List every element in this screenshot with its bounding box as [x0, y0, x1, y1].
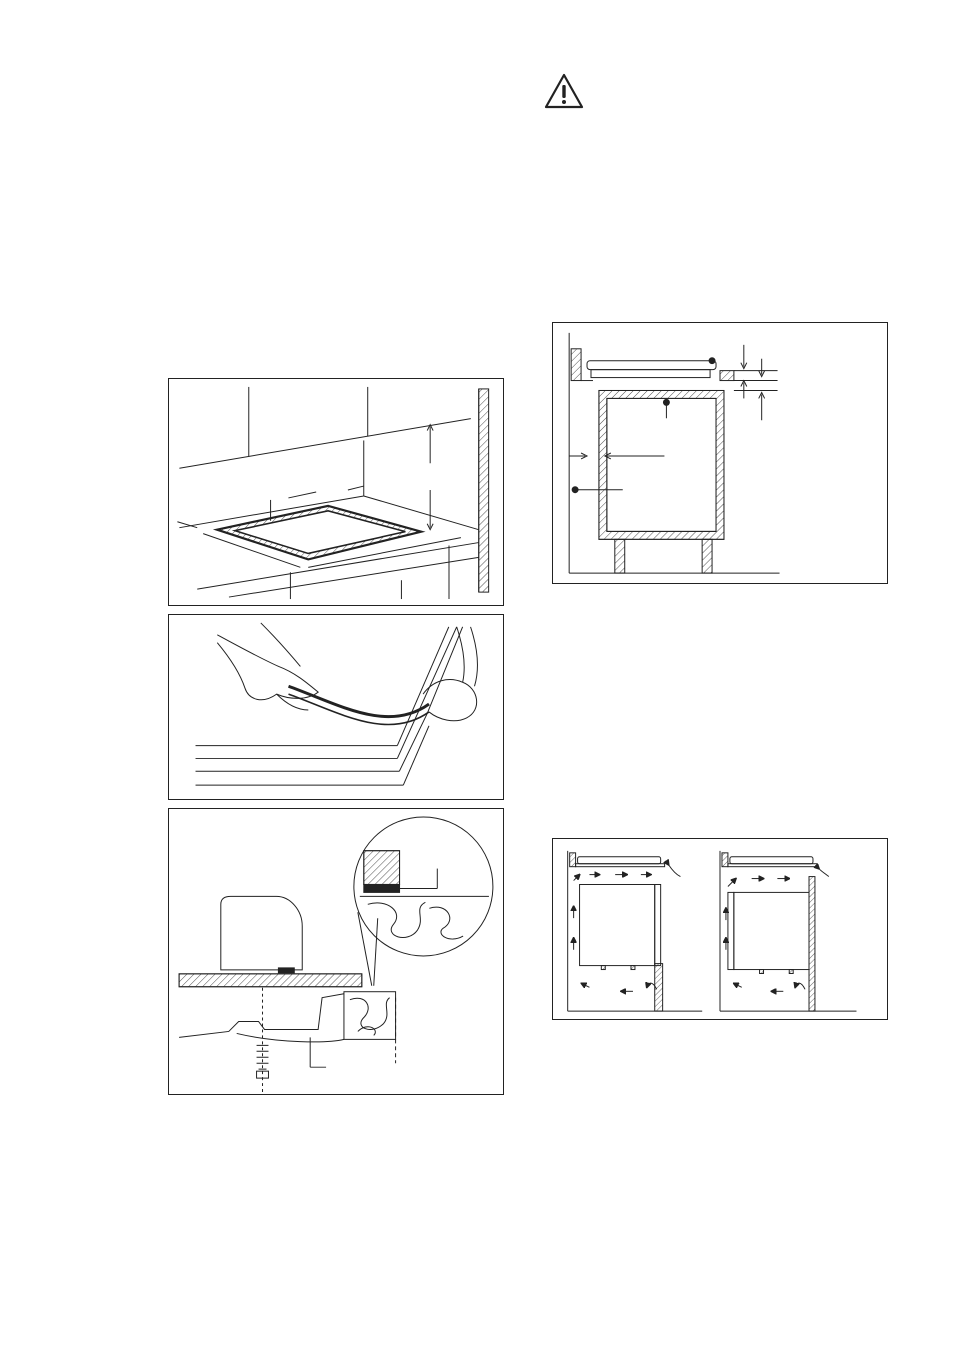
bracket-fixing-figure	[168, 808, 504, 1095]
oven-ventilation-figure	[552, 838, 888, 1020]
clearance-section-figure	[552, 322, 888, 584]
cutout-dimensions-figure	[168, 378, 504, 606]
seal-strip-application-figure	[168, 614, 504, 800]
warning-triangle-icon	[543, 72, 585, 110]
